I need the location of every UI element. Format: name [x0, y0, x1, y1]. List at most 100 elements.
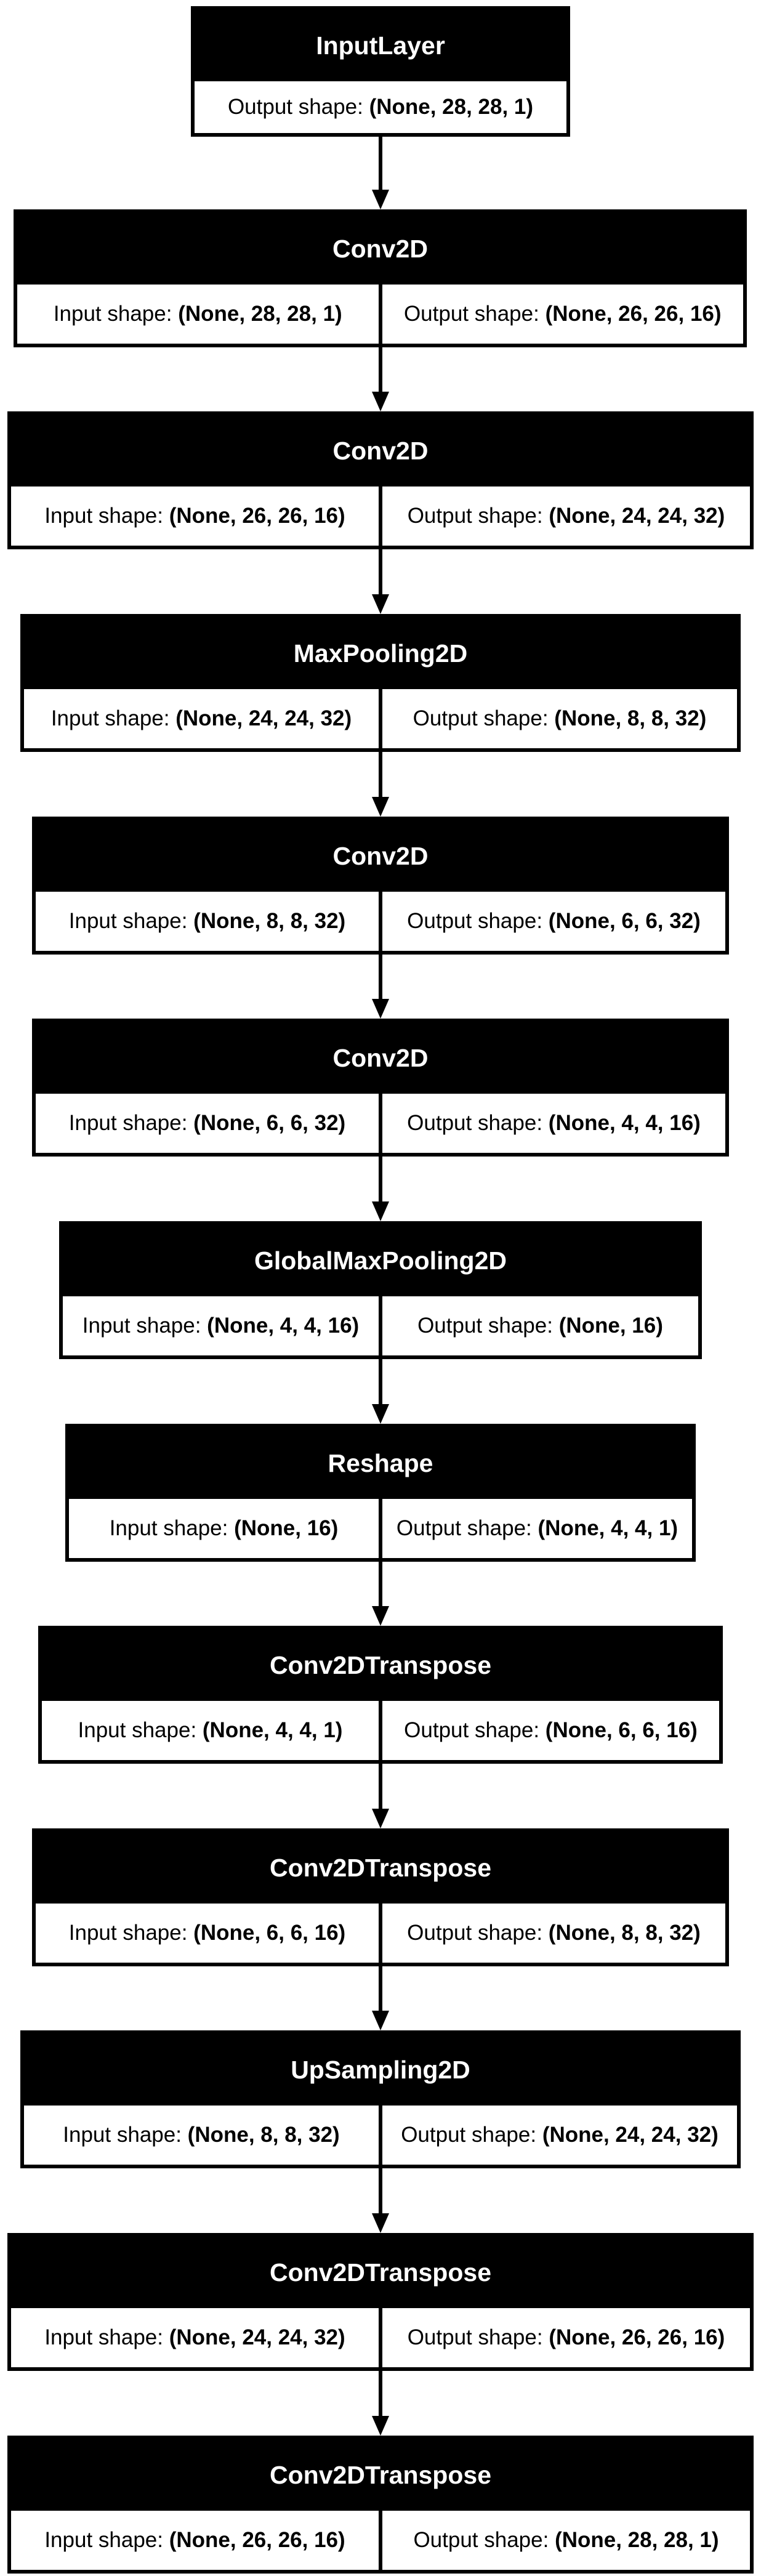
output-shape-cell: Output shape: (None, 8, 8, 32) — [379, 689, 737, 748]
input-shape-cell: Input shape: (None, 26, 26, 16) — [11, 2511, 379, 2570]
output-shape-cell: Output shape: (None, 24, 24, 32) — [379, 2106, 737, 2165]
output-shape-value: (None, 24, 24, 32) — [549, 504, 725, 528]
connector-arrow — [379, 1764, 382, 1810]
input-shape-label: Input shape: — [82, 1314, 201, 1338]
input-shape-value: (None, 24, 24, 32) — [175, 706, 352, 730]
input-shape-label: Input shape: — [78, 1718, 197, 1742]
output-shape-label: Output shape: — [413, 706, 549, 730]
input-shape-label: Input shape: — [44, 504, 163, 528]
output-shape-cell: Output shape: (None, 26, 26, 16) — [379, 2308, 750, 2367]
output-shape-label: Output shape: — [407, 1921, 543, 1945]
layer-name: GlobalMaxPooling2D — [63, 1225, 698, 1296]
output-shape-value: (None, 28, 28, 1) — [369, 95, 534, 119]
arrowhead-icon — [372, 392, 389, 411]
output-shape-value: (None, 8, 8, 32) — [548, 1921, 701, 1945]
arrowhead-icon — [372, 190, 389, 209]
layer-shapes: Input shape: (None, 26, 26, 16)Output sh… — [11, 487, 750, 546]
layer-shapes: Input shape: (None, 6, 6, 16)Output shap… — [36, 1904, 725, 1963]
output-shape-value: (None, 4, 4, 1) — [538, 1516, 678, 1540]
arrowhead-icon — [372, 1809, 389, 1828]
arrowhead-icon — [372, 594, 389, 614]
input-shape-label: Input shape: — [68, 909, 188, 933]
input-shape-cell: Input shape: (None, 6, 6, 16) — [36, 1904, 379, 1963]
output-shape-value: (None, 6, 6, 32) — [548, 909, 701, 933]
layer-name: InputLayer — [195, 10, 566, 81]
input-shape-cell: Input shape: (None, 26, 26, 16) — [11, 487, 379, 546]
input-shape-cell: Input shape: (None, 16) — [69, 1499, 379, 1558]
connector-arrow — [379, 752, 382, 798]
input-shape-value: (None, 26, 26, 16) — [169, 2528, 345, 2552]
input-shape-value: (None, 8, 8, 32) — [187, 2123, 340, 2147]
input-shape-value: (None, 6, 6, 32) — [193, 1111, 346, 1135]
input-shape-value: (None, 4, 4, 16) — [207, 1314, 360, 1338]
arrowhead-icon — [372, 1606, 389, 1626]
input-shape-value: (None, 6, 6, 16) — [193, 1921, 346, 1945]
input-shape-value: (None, 26, 26, 16) — [169, 504, 345, 528]
output-shape-value: (None, 4, 4, 16) — [548, 1111, 701, 1135]
output-shape-label: Output shape: — [396, 1516, 532, 1540]
input-shape-cell: Input shape: (None, 24, 24, 32) — [11, 2308, 379, 2367]
layer-shapes: Input shape: (None, 4, 4, 16) Output shap… — [63, 1296, 698, 1355]
layer-name: Conv2DTranspose — [42, 1629, 719, 1701]
input-shape-label: Input shape: — [68, 1921, 188, 1945]
output-shape-label: Output shape: — [407, 1111, 543, 1135]
connector-arrow — [379, 1359, 382, 1405]
output-shape-label: Output shape: — [413, 2528, 549, 2552]
layer-name: Conv2D — [11, 415, 750, 487]
layer-shapes: Input shape: (None, 24, 24, 32)Output sh… — [24, 689, 737, 748]
output-shape-cell: Output shape: (None, 6, 6, 32) — [379, 892, 725, 951]
input-shape-label: Input shape: — [44, 2325, 163, 2349]
output-shape-cell: Output shape: (None, 24, 24, 32) — [379, 487, 750, 546]
input-shape-cell: Input shape: (None, 6, 6, 32) — [36, 1094, 379, 1153]
connector-arrow — [379, 2168, 382, 2215]
output-shape-label: Output shape: — [403, 302, 539, 326]
input-shape-value: (None, 4, 4, 1) — [202, 1718, 343, 1742]
input-shape-value: (None, 28, 28, 1) — [178, 302, 342, 326]
output-shape-label: Output shape: — [407, 2325, 543, 2349]
output-shape-value: (None, 26, 26, 16) — [545, 302, 722, 326]
arrowhead-icon — [372, 2416, 389, 2436]
layer-name: MaxPooling2D — [24, 618, 737, 689]
layer-name: Conv2DTranspose — [11, 2439, 750, 2511]
arrowhead-icon — [372, 2213, 389, 2233]
output-shape-label: Output shape: — [227, 95, 363, 119]
input-shape-label: Input shape: — [109, 1516, 228, 1540]
connector-arrow — [379, 1966, 382, 2012]
output-shape-cell: Output shape: (None, 4, 4, 1) — [379, 1499, 692, 1558]
connector-arrow — [379, 1562, 382, 1607]
output-shape-cell: Output shape: (None, 4, 4, 16) — [379, 1094, 725, 1153]
arrowhead-icon — [372, 2011, 389, 2030]
output-shape-label: Output shape: — [407, 504, 543, 528]
arrowhead-icon — [372, 1404, 389, 1424]
output-shape-value: (None, 28, 28, 1) — [555, 2528, 719, 2552]
input-shape-label: Input shape: — [53, 302, 172, 326]
input-shape-label: Input shape: — [63, 2123, 182, 2147]
connector-arrow — [379, 1157, 382, 1203]
layer-name: Conv2DTranspose — [36, 1832, 725, 1904]
arrowhead-icon — [372, 797, 389, 817]
input-shape-cell: Input shape: (None, 4, 4, 1) — [42, 1701, 379, 1760]
output-shape-cell: Output shape: (None, 26, 26, 16) — [378, 285, 744, 344]
output-shape-value: (None, 16) — [558, 1314, 663, 1338]
input-shape-label: Input shape: — [44, 2528, 163, 2552]
output-shape-value: (None, 6, 6, 16) — [545, 1718, 698, 1742]
output-shape-cell: Output shape: (None, 8, 8, 32) — [379, 1904, 725, 1963]
input-shape-cell: Input shape: (None, 24, 24, 32) — [24, 689, 379, 748]
layer-name: Conv2D — [36, 1022, 725, 1094]
input-shape-cell: Input shape: (None, 4, 4, 16) — [63, 1296, 379, 1355]
connector-arrow — [379, 549, 382, 596]
output-shape-cell: Output shape: (None, 6, 6, 16) — [379, 1701, 719, 1760]
output-shape-label: Output shape: — [417, 1314, 553, 1338]
layer-name: Conv2D — [36, 820, 725, 892]
output-shape-value: (None, 26, 26, 16) — [549, 2325, 725, 2349]
layer-shapes: Input shape: (None, 16)Output shape: (No… — [69, 1499, 692, 1558]
layer-shapes: Input shape: (None, 28, 28, 1) Output sha… — [17, 285, 743, 344]
layer-shapes: Input shape: (None, 4, 4, 1)Output shape… — [42, 1701, 719, 1760]
layer-shapes: Input shape: (None, 8, 8, 32) Output shap… — [24, 2106, 737, 2165]
